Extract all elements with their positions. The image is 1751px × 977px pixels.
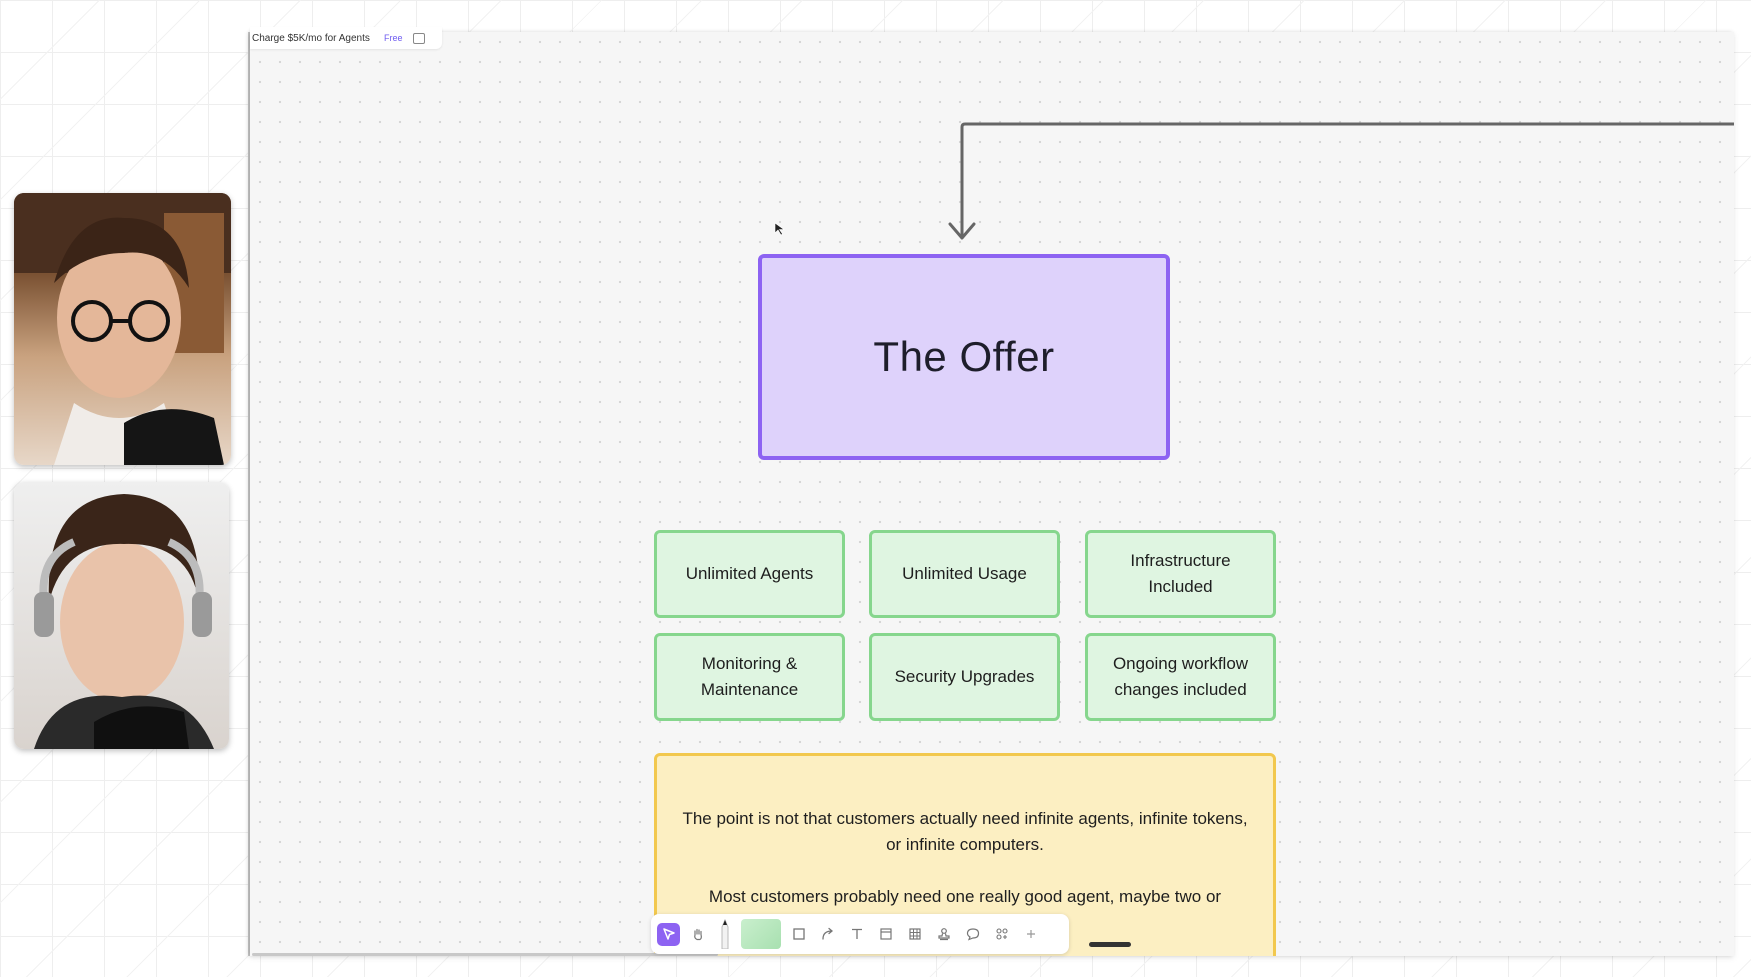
- feature-label: Unlimited Usage: [902, 564, 1027, 583]
- canvas-left-border: [248, 32, 251, 956]
- connector-tool[interactable]: [816, 923, 839, 946]
- participant-2-video-frame: [34, 494, 214, 749]
- square-icon: [792, 928, 805, 940]
- note-paragraph-2: Most customers probably need one really …: [708, 887, 1222, 906]
- toolbar-slider-handle[interactable]: [1089, 942, 1131, 947]
- text-tool[interactable]: [845, 923, 868, 946]
- widgets-tool[interactable]: [990, 923, 1013, 946]
- video-tile-participant-1: [14, 193, 231, 465]
- cursor-arrow-icon: [662, 928, 675, 940]
- sidebar-toggle-icon[interactable]: [412, 32, 425, 44]
- horizontal-scrollbar[interactable]: [252, 953, 718, 956]
- table-tool[interactable]: [903, 923, 926, 946]
- offer-card[interactable]: The Offer: [758, 254, 1170, 460]
- feature-label: Unlimited Agents: [685, 564, 814, 583]
- frame-icon: [879, 928, 892, 940]
- whiteboard-canvas[interactable]: The Offer Unlimited Agents Unlimited Usa…: [250, 32, 1734, 956]
- connector-arrow[interactable]: [250, 32, 1734, 956]
- mouse-cursor-icon: [774, 222, 785, 236]
- feature-card-monitoring-maintenance[interactable]: Monitoring & Maintenance: [654, 633, 845, 721]
- table-icon: [908, 928, 921, 940]
- comment-icon: [966, 928, 979, 941]
- video-tile-participant-2: [14, 482, 229, 749]
- curved-arrow-icon: [821, 927, 833, 940]
- feature-card-infrastructure-included[interactable]: Infrastructure Included: [1085, 530, 1276, 618]
- more-tool[interactable]: [1019, 923, 1042, 946]
- feature-label: Ongoing workflow changes included: [1112, 654, 1249, 699]
- feature-card-unlimited-usage[interactable]: Unlimited Usage: [869, 530, 1060, 618]
- feature-card-ongoing-workflow-changes[interactable]: Ongoing workflow changes included: [1085, 633, 1276, 721]
- hand-icon: [693, 928, 702, 941]
- feature-card-unlimited-agents[interactable]: Unlimited Agents: [654, 530, 845, 618]
- pen-icon: [721, 919, 729, 949]
- bottom-toolbar: [651, 914, 1069, 954]
- stamp-tool[interactable]: [932, 923, 955, 946]
- board-title[interactable]: Charge $5K/mo for Agents: [252, 32, 370, 44]
- pen-tool[interactable]: [715, 919, 735, 949]
- feature-label: Security Upgrades: [894, 667, 1035, 686]
- frame-tool[interactable]: [874, 923, 897, 946]
- text-icon: [851, 928, 862, 939]
- offer-title: The Offer: [873, 333, 1055, 380]
- feature-label: Infrastructure Included: [1130, 551, 1231, 596]
- feature-label: Monitoring & Maintenance: [700, 654, 799, 699]
- participant-1-video-frame: [14, 193, 231, 465]
- sticky-note-icon[interactable]: [741, 919, 781, 949]
- feature-card-security-upgrades[interactable]: Security Upgrades: [869, 633, 1060, 721]
- board-title-bar: Charge $5K/mo for Agents Free: [250, 27, 442, 49]
- stamp-icon: [937, 928, 950, 941]
- plan-badge[interactable]: Free: [384, 33, 403, 43]
- select-tool[interactable]: [657, 922, 680, 946]
- plus-icon: [1026, 930, 1035, 938]
- note-paragraph-1: The point is not that customers actually…: [682, 809, 1248, 854]
- comment-tool[interactable]: [961, 923, 984, 946]
- hand-tool[interactable]: [686, 923, 709, 946]
- shape-tool[interactable]: [787, 923, 810, 946]
- widgets-icon: [995, 928, 1008, 940]
